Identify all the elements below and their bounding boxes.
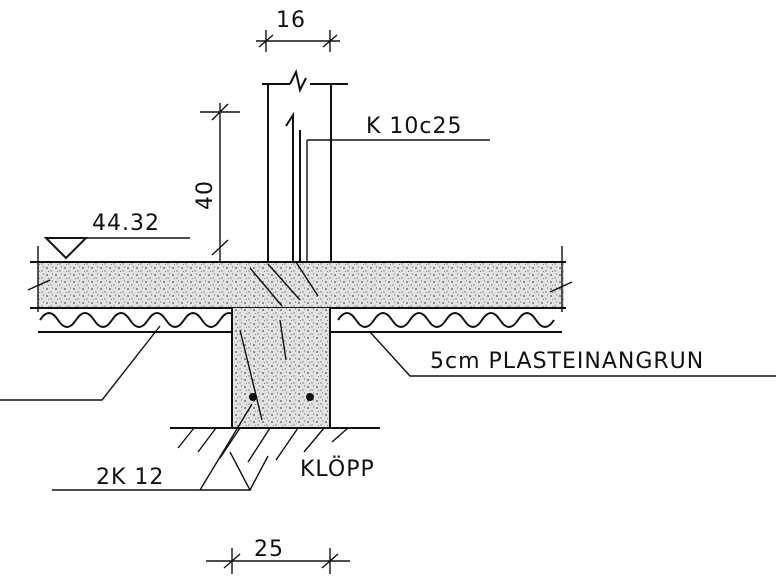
footing	[231, 308, 331, 428]
ground-label: KLÖPP	[300, 456, 375, 482]
footing-width-dimension: 25	[206, 537, 350, 574]
insulation-label: 5cm PLASTEINANGRUN	[430, 349, 704, 374]
slab	[27, 246, 573, 312]
footing-width-label: 25	[254, 537, 284, 562]
footing-rebar-callout: 2K 12	[52, 403, 269, 491]
wall	[262, 69, 348, 262]
embed-depth-label: 40	[193, 180, 218, 210]
insulation-layer	[38, 312, 562, 333]
break-symbol	[289, 69, 307, 93]
elevation-marker: 44.32	[43, 211, 190, 260]
embed-depth-dimension: 40	[193, 103, 240, 262]
elevation-label: 44.32	[92, 211, 160, 236]
insulation-leaders: 5cm PLASTEINANGRUN	[0, 325, 776, 401]
wall-width-label: 16	[276, 8, 306, 33]
ground-callout: KLÖPP	[300, 456, 375, 482]
wall-width-dimension: 16	[256, 8, 340, 52]
ground-hatch	[170, 427, 380, 463]
dowel-rebar-label: K 10c25	[366, 114, 463, 139]
footing-rebar-label: 2K 12	[96, 465, 164, 490]
